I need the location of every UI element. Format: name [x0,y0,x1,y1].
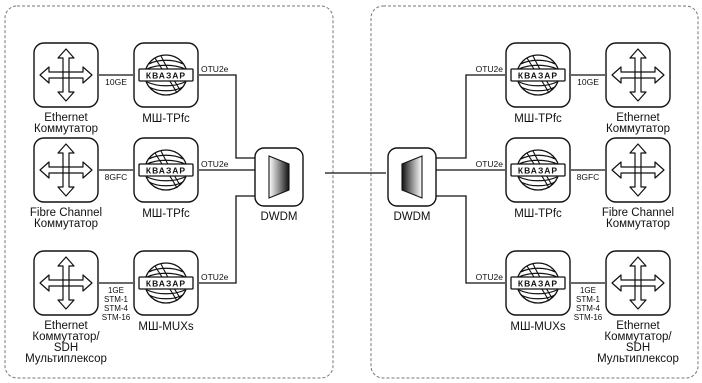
four-way-arrows-icon [605,250,671,316]
switch-label: Коммутатор [606,218,670,230]
switch-label: Fibre Channel [30,207,102,219]
four-way-arrows-icon [33,250,99,316]
dwdm-label: DWDM [260,211,297,223]
client-port-label: 1GE [108,286,124,295]
line-port-label: OTU2e [201,64,229,74]
four-way-arrows-icon [605,137,671,203]
client-port-label: 1GE [580,286,596,295]
four-way-arrows-icon [33,137,99,203]
device-label: МШ-MUXs [138,321,194,333]
client-port-label: STM-1 [576,295,601,304]
right-site: DWDMEthernetКоммутаторКВАЗАРМШ-ТРfc10GEO… [387,42,679,365]
line-port-label: OTU2e [476,272,504,282]
left-site-boundary [4,5,334,379]
switch-label: Мультиплексор [25,353,107,365]
logo-text: КВАЗАР [518,166,558,176]
line-link [436,195,505,284]
logo-text: КВАЗАР [518,279,558,289]
switch-label: Мультиплексор [597,353,679,365]
switch-label: Ethernet [44,112,88,124]
client-port-label: 10GE [577,77,599,87]
logo-text: КВАЗАР [146,166,186,176]
client-port-label: 8GFC [577,172,600,182]
switch-label: SDH [626,342,650,354]
device-label: МШ-ТРfc [142,208,190,220]
trapezoid-mux-icon [401,155,423,199]
four-way-arrows-icon [605,42,671,108]
line-port-label: OTU2e [201,272,229,282]
client-port-label: STM-16 [574,313,603,322]
four-way-arrows-icon [33,42,99,108]
client-port-label: STM-4 [104,304,129,313]
device-label: МШ-ТРfc [514,208,562,220]
switch-label: Коммутатор/ [604,331,672,343]
switch-label: Ethernet [616,112,660,124]
device-label: МШ-ТРfc [142,113,190,125]
logo-text: КВАЗАР [518,71,558,81]
line-port-label: OTU2e [476,64,504,74]
switch-label: Ethernet [616,320,660,332]
left-dwdm-node: DWDM [254,147,304,223]
switch-label: Коммутатор [34,123,98,135]
trapezoid-mux-icon [268,155,290,199]
switch-label: Коммутатор [34,218,98,230]
right-dwdm-node: DWDM [387,147,437,223]
line-port-label: OTU2e [476,159,504,169]
client-port-label: 8GFC [105,172,128,182]
line-link [199,195,255,284]
device-label: МШ-MUXs [510,321,566,333]
left-site: DWDMEthernetКоммутаторКВАЗАРМШ-ТРfc10GEO… [25,42,304,365]
client-port-label: STM-16 [102,313,131,322]
line-port-label: OTU2e [201,159,229,169]
right-site-boundary [370,5,699,379]
client-port-label: STM-4 [576,304,601,313]
switch-label: Коммутатор/ [32,331,100,343]
line-link [436,74,505,159]
switch-label: SDH [54,342,78,354]
dwdm-label: DWDM [393,211,430,223]
line-link [199,74,255,159]
device-label: МШ-ТРfc [514,113,562,125]
switch-label: Коммутатор [606,123,670,135]
switch-label: Ethernet [44,320,88,332]
switch-label: Fibre Channel [602,207,674,219]
client-port-label: STM-1 [104,295,129,304]
client-port-label: 10GE [105,77,127,87]
logo-text: КВАЗАР [146,279,186,289]
logo-text: КВАЗАР [146,71,186,81]
